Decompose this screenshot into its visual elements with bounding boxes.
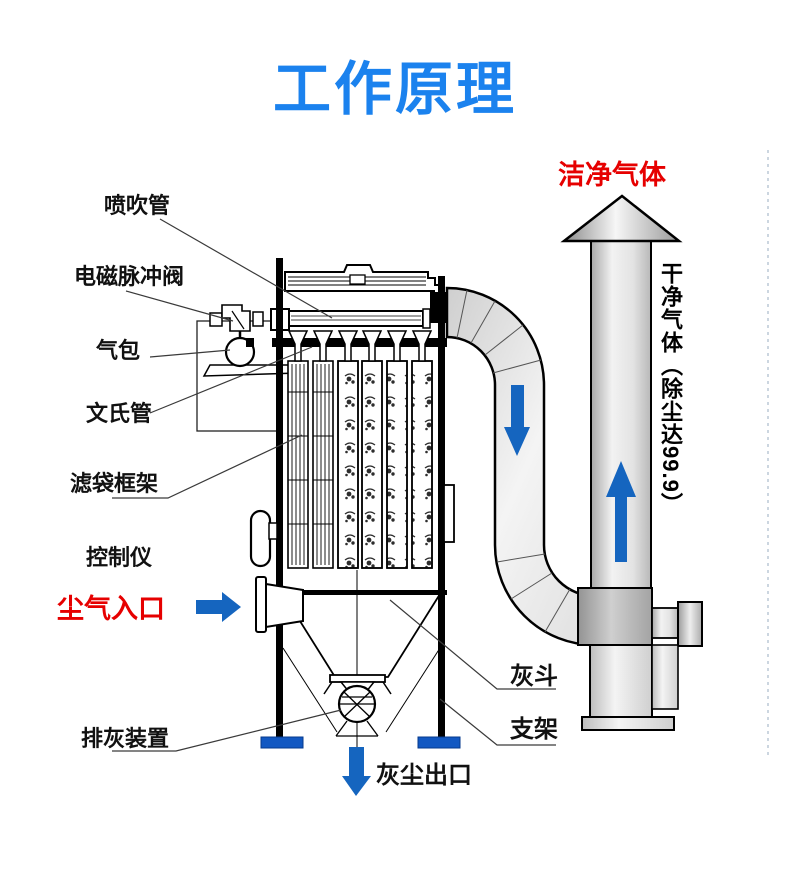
tube-sheet — [272, 338, 447, 347]
ash-discharge-valve — [323, 674, 392, 737]
left-foot — [260, 736, 304, 749]
flow-arrow-right-icon — [196, 592, 241, 622]
stack-side-stub — [651, 607, 679, 639]
right-wall-leg — [438, 276, 445, 737]
valve-inlet-stub — [209, 312, 223, 327]
inlet-duct — [255, 576, 304, 633]
label-support-frame: 支架 — [510, 716, 558, 743]
flow-arrow-up-stack-icon — [606, 461, 636, 562]
filter-bag-cage-1 — [287, 360, 309, 569]
stack-junction-band — [577, 587, 653, 646]
flow-arrow-down-duct-icon — [504, 385, 530, 456]
pipe-coupler — [252, 311, 264, 327]
stack-pedestal — [589, 644, 653, 718]
label-clean-gas-vertical: 干净气体（除尘达99.9） — [658, 262, 683, 516]
leader-lines — [112, 218, 556, 752]
label-filter-bag-cage: 滤袋框架 — [70, 471, 158, 496]
support-feet — [260, 736, 461, 749]
blow-pipe-shape — [288, 310, 424, 327]
stack-base-plate — [581, 716, 675, 731]
page-title: 工作原理 — [272, 57, 517, 122]
filter-bag-dusty — [337, 360, 433, 569]
housing-bottom — [274, 590, 447, 595]
hopper-shape — [281, 593, 442, 678]
stack-side-box — [677, 601, 703, 647]
stack-pedestal-panel — [651, 644, 679, 710]
baghouse-housing — [246, 258, 455, 748]
filter-bag-cage-2 — [312, 360, 334, 569]
label-blow-pipe: 喷吹管 — [104, 193, 170, 218]
right-foot — [417, 736, 461, 749]
filter-bags — [287, 330, 433, 569]
left-wall-leg — [276, 258, 283, 737]
label-pulse-valve: 电磁脉冲阀 — [74, 264, 184, 289]
controller-box — [249, 509, 278, 568]
air-tank-shelf — [202, 364, 299, 377]
label-ash-hopper: 灰斗 — [510, 663, 558, 690]
label-venturi-tube: 文氏管 — [86, 401, 152, 426]
pulse-cleaning-assembly — [196, 304, 431, 432]
label-ash-discharge: 排灰装置 — [81, 726, 169, 751]
blow-pipe-end-plate — [422, 308, 431, 329]
flow-arrow-down-outlet-icon — [342, 747, 371, 796]
label-air-bag: 气包 — [95, 338, 140, 363]
label-dust-outlet: 灰尘出口 — [376, 762, 472, 789]
label-controller: 控制仪 — [86, 545, 153, 570]
label-clean-gas: 洁净气体 — [558, 160, 667, 190]
exhaust-stack — [560, 194, 703, 731]
stack-cone-cap — [560, 194, 683, 243]
right-wall-step — [443, 484, 455, 543]
venturi-tubes — [287, 330, 433, 362]
label-dusty-gas-inlet: 尘气入口 — [57, 594, 165, 624]
